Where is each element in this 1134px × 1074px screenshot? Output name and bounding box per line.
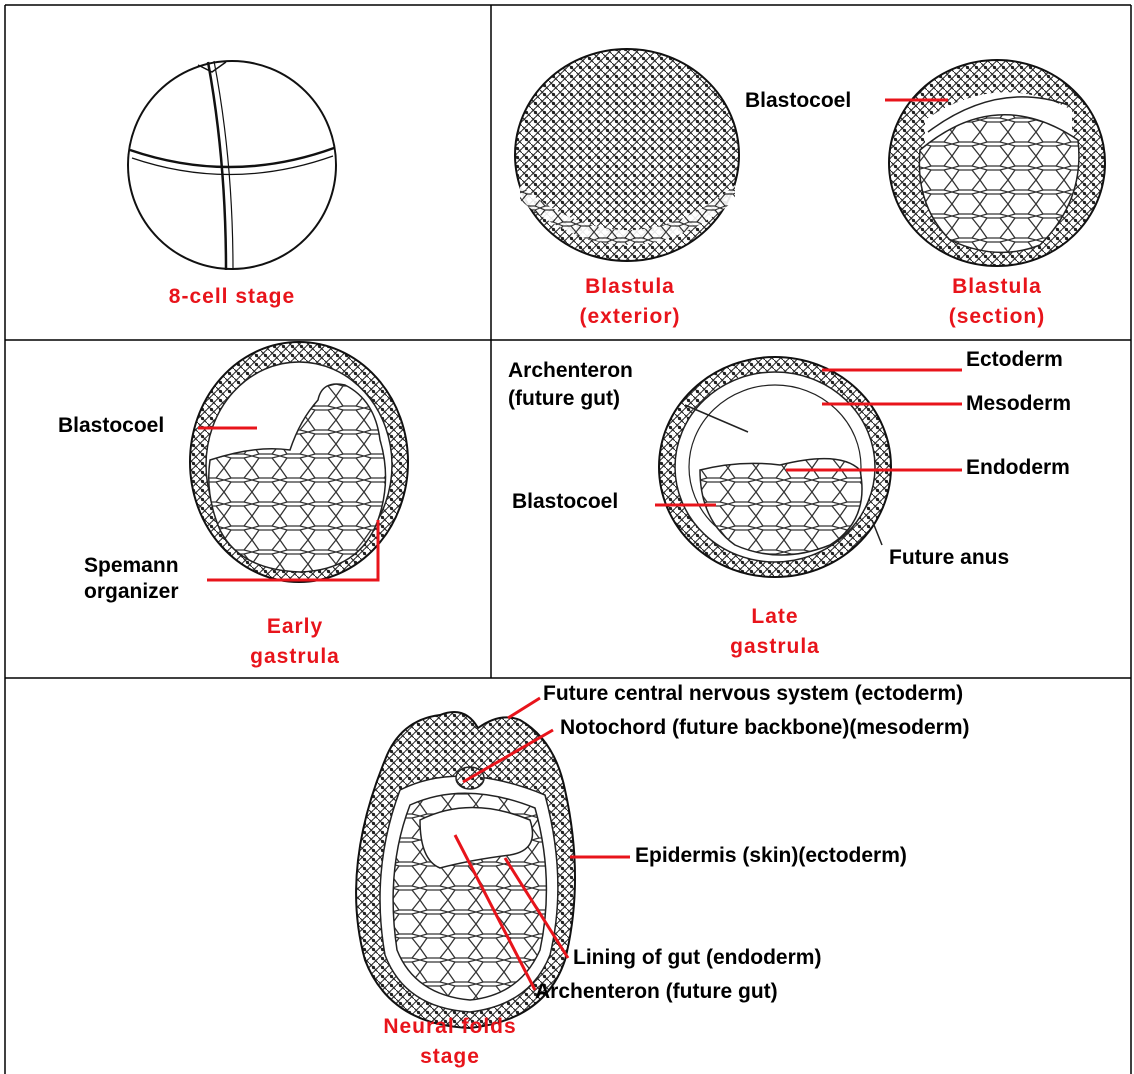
caption-line: gastrula [675,632,875,662]
caption-line: (exterior) [530,302,730,332]
label-blastocoel-late-gastrula: Blastocoel [512,490,618,514]
label-gut-lining: Lining of gut (endoderm) [573,946,821,970]
label-line: Spemann [84,553,179,579]
caption-blastula-section: Blastula (section) [897,272,1097,332]
blastula-section-drawing [889,60,1105,266]
eight-cell-embryo-drawing [128,61,336,270]
caption-neural-folds-stage: Neural folds stage [350,1012,550,1072]
label-archenteron-neural: Archenteron (future gut) [535,980,778,1004]
caption-line: gastrula [195,642,395,672]
label-future-cns: Future central nervous system (ectoderm) [543,682,963,706]
blastula-exterior-drawing [515,49,739,261]
caption-line: (section) [897,302,1097,332]
caption-8-cell-stage: 8-cell stage [132,282,332,312]
caption-late-gastrula: Late gastrula [675,602,875,662]
label-line: (future gut) [508,385,633,413]
label-spemann-organizer: Spemann organizer [84,553,179,605]
label-ectoderm: Ectoderm [966,348,1063,372]
label-epidermis: Epidermis (skin)(ectoderm) [635,844,907,868]
label-line: organizer [84,579,179,605]
label-blastocoel-blastula: Blastocoel [745,89,851,113]
label-line: Archenteron [508,357,633,385]
label-mesoderm: Mesoderm [966,392,1071,416]
label-notochord: Notochord (future backbone)(mesoderm) [560,716,970,740]
early-gastrula-drawing [190,342,408,582]
caption-early-gastrula: Early gastrula [195,612,395,672]
caption-line: Early [195,612,395,642]
label-future-anus: Future anus [889,546,1009,570]
late-gastrula-drawing [659,357,891,577]
caption-line: Blastula [897,272,1097,302]
label-blastocoel-early-gastrula: Blastocoel [58,414,164,438]
caption-line: Late [675,602,875,632]
label-archenteron-late-gastrula: Archenteron (future gut) [508,357,633,413]
caption-blastula-exterior: Blastula (exterior) [530,272,730,332]
caption-line: stage [350,1042,550,1072]
caption-line: Neural folds [350,1012,550,1042]
caption-line: Blastula [530,272,730,302]
label-endoderm: Endoderm [966,456,1070,480]
